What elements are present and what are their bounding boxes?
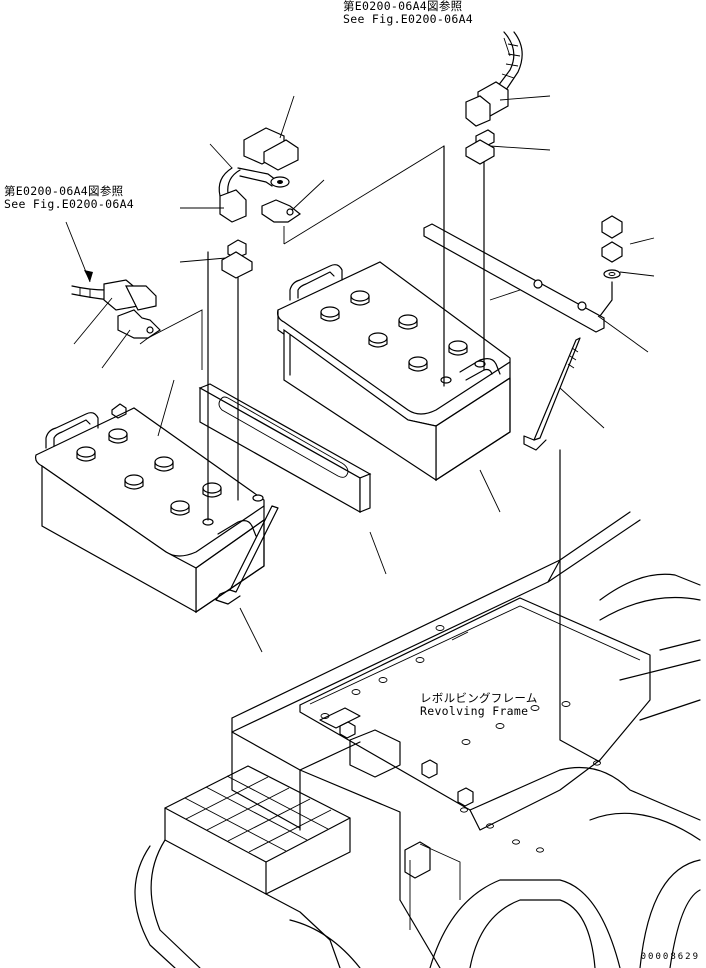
reference-note-left-jp: 第E0200-06A4図参照: [4, 184, 124, 198]
spacer-pad: [198, 383, 372, 514]
reference-note-top-jp: 第E0200-06A4図参照: [343, 0, 463, 13]
revolving-frame-label: レボルビングフレーム Revolving Frame: [420, 692, 538, 718]
reference-note-top-en: See Fig.E0200-06A4: [343, 12, 474, 26]
reference-note-left-en: See Fig.E0200-06A4: [4, 197, 135, 211]
right-battery: [277, 261, 511, 482]
battery-cables: [71, 31, 523, 339]
hold-down-hardware: [207, 145, 623, 763]
drawing-number: 00008629: [640, 952, 700, 962]
revolving-frame-label-jp: レボルビングフレーム: [420, 691, 538, 705]
revolving-frame-label-en: Revolving Frame: [420, 704, 529, 718]
leader-lines: [65, 37, 655, 653]
revolving-frame: [134, 511, 701, 968]
reference-note-top: 第E0200-06A4図参照 See Fig.E0200-06A4: [343, 0, 473, 26]
left-battery: [35, 403, 265, 614]
reference-note-left: 第E0200-06A4図参照 See Fig.E0200-06A4: [4, 185, 134, 211]
